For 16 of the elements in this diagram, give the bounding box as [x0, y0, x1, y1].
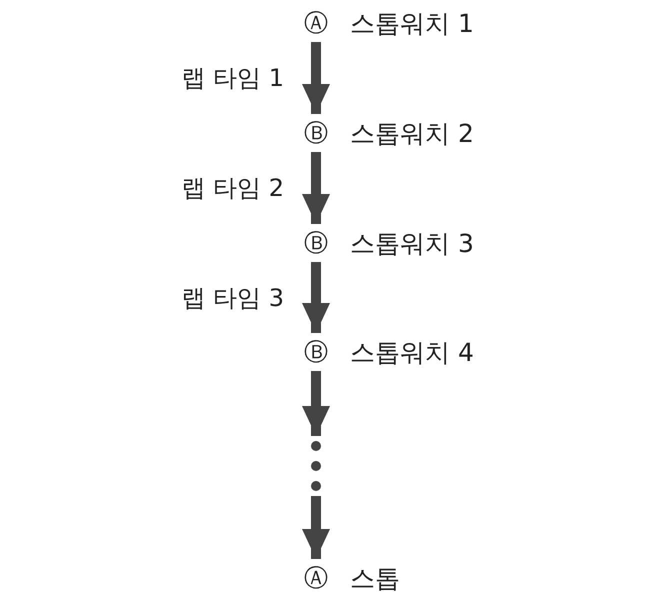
arrow [302, 371, 330, 436]
stopwatch-label: 스톱워치 4 [350, 336, 474, 368]
circled-letter: Ⓑ [303, 337, 329, 368]
stopwatch-label: 스톱워치 3 [350, 228, 474, 260]
arrow [302, 496, 330, 559]
circled-letter: Ⓑ [303, 228, 329, 259]
circled-letter: Ⓐ [303, 563, 329, 594]
arrow [302, 152, 330, 224]
stopwatch-label: 스톱워치 2 [350, 118, 474, 150]
ellipsis-dots-icon [310, 438, 322, 494]
stopwatch-label: 스톱워치 1 [350, 8, 474, 40]
circled-letter: Ⓑ [303, 118, 329, 149]
arrow [302, 262, 330, 333]
arrow [302, 42, 330, 114]
circled-letter: Ⓐ [303, 8, 329, 39]
stopwatch-label: 스톱 [350, 562, 400, 594]
